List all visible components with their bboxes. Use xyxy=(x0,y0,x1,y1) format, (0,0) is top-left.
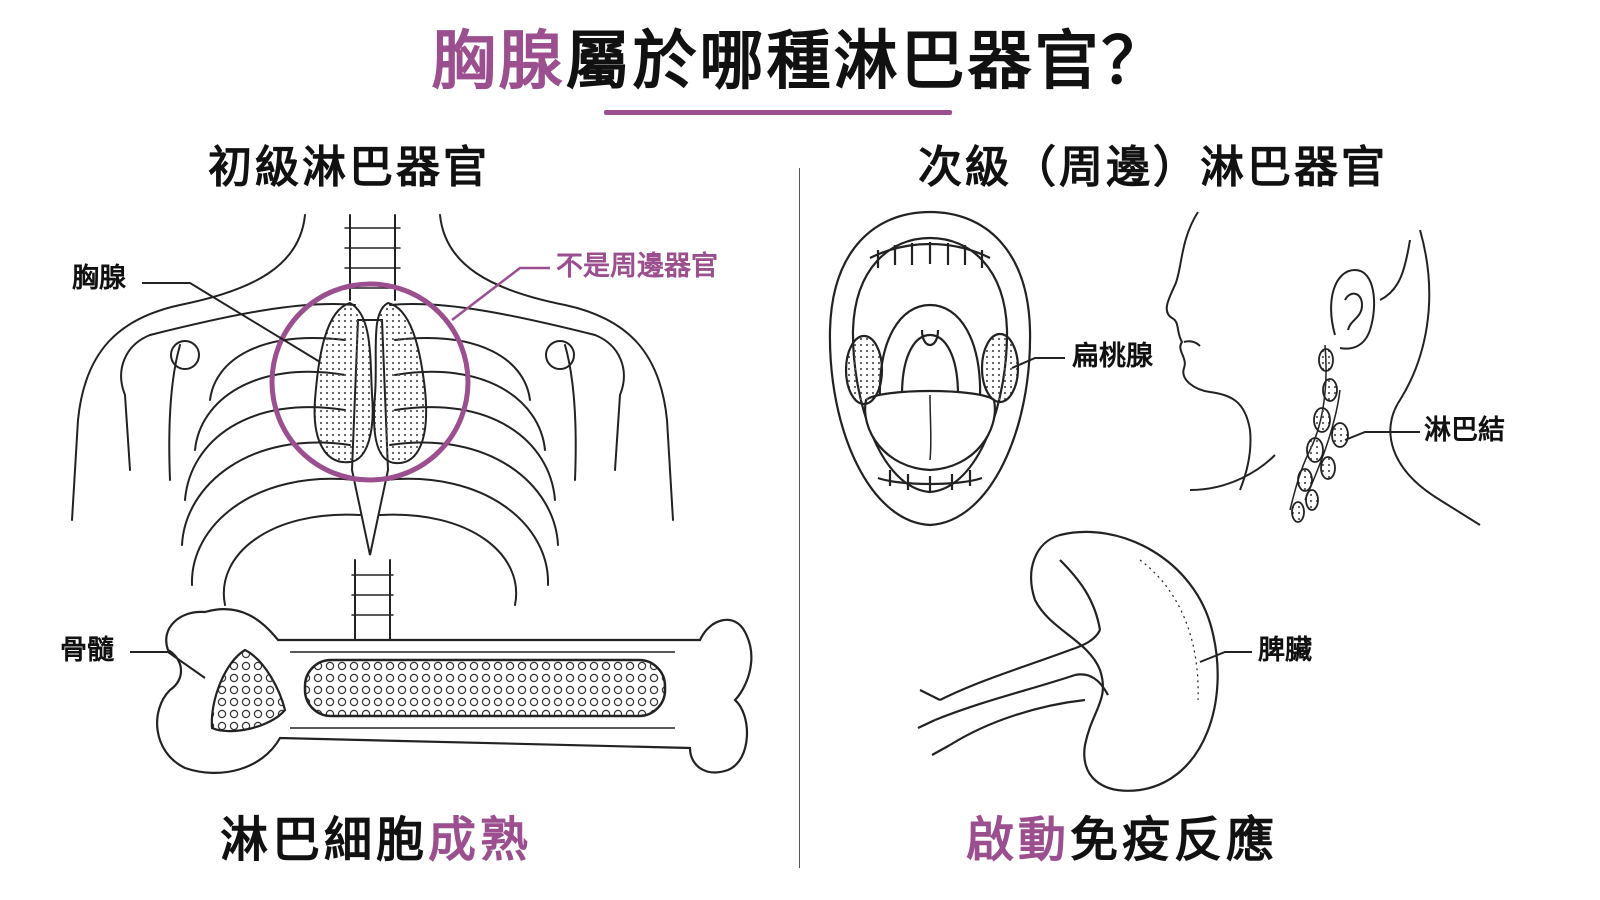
left-caption-text: 淋巴細胞 xyxy=(220,812,429,868)
mouth-illustration xyxy=(828,210,1032,527)
left-caption-highlight: 成熟 xyxy=(428,812,533,868)
page-title: 胸腺屬於哪種淋巴器官？ xyxy=(0,22,1600,102)
bone-marrow-illustration xyxy=(156,608,753,775)
label-not-peripheral: 不是周邊器官 xyxy=(556,251,718,282)
center-divider xyxy=(799,168,800,868)
title-underline xyxy=(604,110,952,115)
secondary-heading: 次級（周邊）淋巴器官 xyxy=(918,142,1388,193)
thymus-highlight-circle xyxy=(269,281,471,483)
right-caption: 啟動免疫反應 xyxy=(966,810,1278,870)
thymus-icon xyxy=(313,301,428,465)
spleen-illustration xyxy=(917,530,1219,792)
label-thymus: 胸腺 xyxy=(72,263,126,294)
primary-heading: 初級淋巴器官 xyxy=(208,142,490,193)
right-tonsil-icon xyxy=(980,332,1020,404)
left-caption: 淋巴細胞成熟 xyxy=(220,810,532,870)
label-tonsil: 扁桃腺 xyxy=(1072,341,1153,372)
title-highlight: 胸腺 xyxy=(431,25,566,99)
left-tonsil-icon xyxy=(844,334,884,406)
right-caption-text: 免疫反應 xyxy=(1070,812,1279,868)
lymph-nodes-icon xyxy=(1291,348,1349,523)
title-text: 屬於哪種淋巴器官？ xyxy=(565,25,1169,99)
label-bone-marrow: 骨髓 xyxy=(60,635,114,666)
label-lymph-node: 淋巴結 xyxy=(1424,415,1505,446)
label-spleen: 脾臟 xyxy=(1258,635,1312,666)
right-caption-highlight: 啟動 xyxy=(966,812,1071,868)
torso-illustration xyxy=(71,214,674,641)
